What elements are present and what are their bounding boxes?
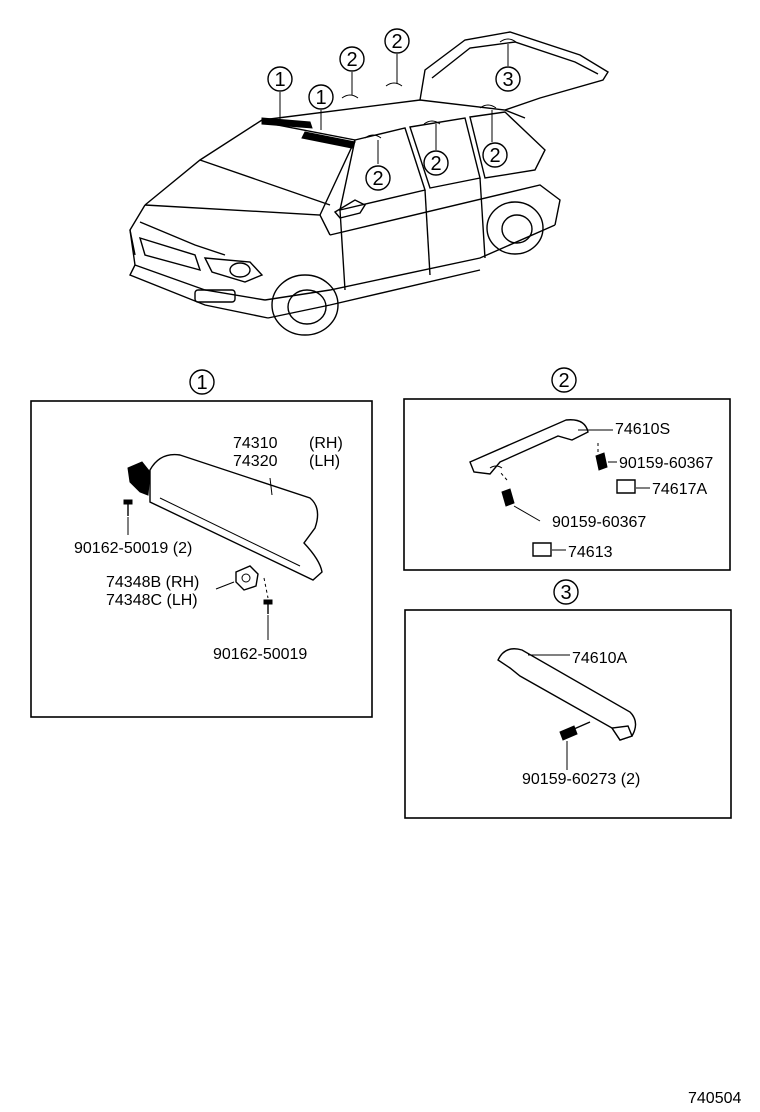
section-2-assist-grip: 2 74610S 90159-60367 74617A 90159-60367 … [403, 367, 731, 571]
svg-text:1: 1 [274, 69, 285, 91]
part-74320-side: (LH) [309, 453, 340, 470]
section-3-assist-grip: 3 74610A 90159-60273 (2) [404, 579, 732, 819]
part-74320: 74320 [233, 453, 278, 470]
sun-visor-illustration [123, 453, 323, 614]
part-74310: 74310 [233, 435, 278, 452]
part-74613: 74613 [568, 544, 613, 561]
part-74310-side: (RH) [309, 435, 343, 452]
part-74610s: 74610S [615, 421, 670, 438]
overview-callout-2b: 2 [384, 28, 410, 54]
overview-callout-1b: 1 [308, 84, 334, 110]
part-90159-60273-qty2: 90159-60273 (2) [522, 771, 640, 788]
section-1-sun-visor: 1 74310 (RH) 74320 (LH) 90162-50019 (2) … [30, 369, 373, 718]
overview-callout-2e: 2 [482, 142, 508, 168]
svg-text:2: 2 [489, 145, 500, 167]
vehicle-illustration [129, 31, 609, 336]
section-3-frame [404, 609, 732, 819]
svg-text:2: 2 [372, 168, 383, 190]
section-2-callout: 2 [558, 370, 569, 392]
overview-callout-2d: 2 [423, 150, 449, 176]
svg-text:2: 2 [430, 153, 441, 175]
part-74617a: 74617A [652, 481, 707, 498]
overview-callout-2c: 2 [365, 165, 391, 191]
part-90159-60367-lower: 90159-60367 [552, 514, 646, 531]
part-74348b: 74348B (RH) [106, 574, 199, 591]
overview-callout-3: 3 [495, 66, 521, 92]
svg-text:3: 3 [502, 69, 513, 91]
svg-text:1: 1 [315, 87, 326, 109]
section-1-callout: 1 [196, 372, 207, 394]
part-90162-50019-qty2: 90162-50019 (2) [74, 540, 192, 557]
svg-text:2: 2 [346, 49, 357, 71]
grip-handle-illustration [469, 419, 636, 557]
part-90162-50019: 90162-50019 [213, 646, 307, 663]
overview-callouts: 1 1 2 2 2 2 2 3 [267, 28, 521, 191]
part-74348c: 74348C (LH) [106, 592, 198, 609]
part-74610a: 74610A [572, 650, 627, 667]
section-2-frame [403, 398, 731, 571]
overview-callout-2a: 2 [339, 46, 365, 72]
section-3-callout: 3 [560, 582, 571, 604]
overview-callout-1a: 1 [267, 66, 293, 92]
figure-code: 740504 [688, 1090, 741, 1107]
section-1-frame [30, 400, 373, 718]
svg-text:2: 2 [391, 31, 402, 53]
part-90159-60367-upper: 90159-60367 [619, 455, 713, 472]
back-grip-illustration [497, 648, 637, 741]
overview-leader-lines [279, 44, 509, 164]
